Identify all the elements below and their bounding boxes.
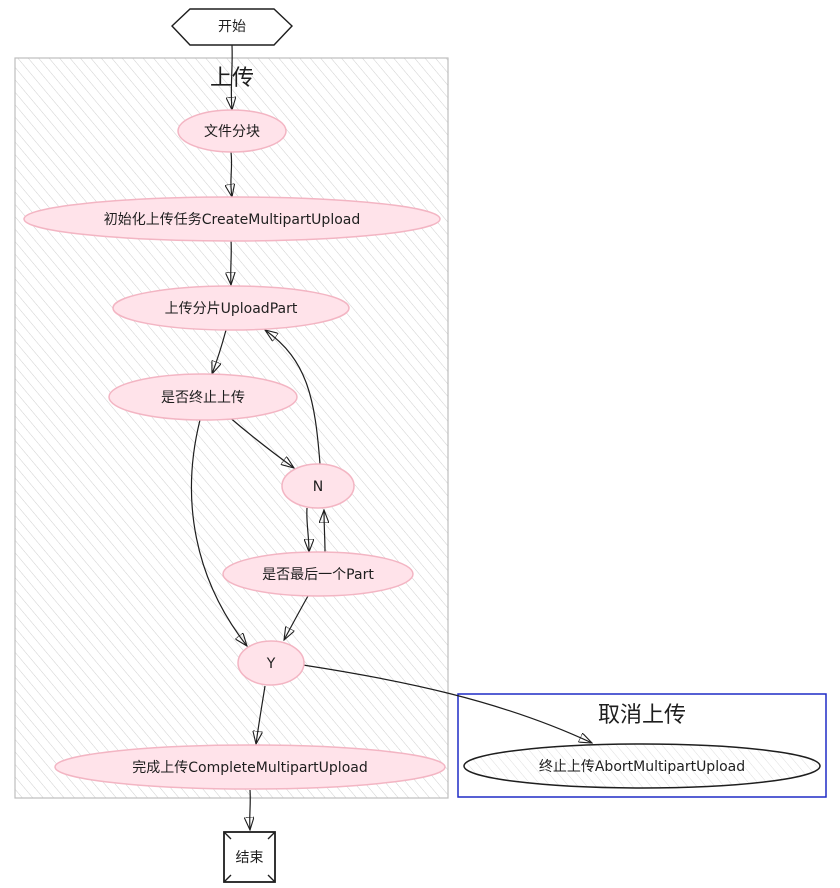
- edge-start-split: [231, 44, 232, 110]
- node-abort-check-label: 是否终止上传: [161, 390, 245, 406]
- node-no: N: [281, 463, 355, 509]
- edge-split-init: [231, 151, 232, 197]
- edge-yes-abort: [302, 664, 592, 743]
- cancel-group-title: 取消上传: [598, 703, 686, 728]
- node-last-check: 是否最后一个Part: [222, 551, 414, 597]
- end-label: 结束: [236, 850, 264, 866]
- node-complete-label: 完成上传CompleteMultipartUpload: [132, 760, 367, 776]
- node-split: 文件分块: [177, 109, 287, 153]
- edge-abortcheck-yes: [190, 419, 247, 646]
- node-yes-label: Y: [266, 656, 276, 672]
- edge-abortcheck-no: [227, 415, 294, 468]
- edge-yes-complete: [256, 685, 266, 744]
- edge-last-yes: [284, 595, 309, 640]
- edge-no-part: [265, 330, 321, 465]
- edge-complete-end: [250, 789, 251, 830]
- node-init-label: 初始化上传任务CreateMultipartUpload: [104, 211, 361, 228]
- start-node: 开始: [171, 8, 293, 46]
- end-node: 结束: [223, 831, 276, 883]
- edge-init-part: [231, 239, 232, 285]
- node-abort-label: 终止上传AbortMultipartUpload: [539, 759, 745, 775]
- node-no-label: N: [313, 479, 323, 495]
- node-yes: Y: [237, 640, 305, 686]
- node-part: 上传分片UploadPart: [112, 285, 350, 331]
- node-abort-check: 是否终止上传: [108, 373, 298, 421]
- edge-part-abortcheck: [212, 329, 227, 374]
- edges: [190, 44, 592, 830]
- node-abort: 终止上传AbortMultipartUpload: [463, 743, 821, 789]
- start-label: 开始: [218, 19, 246, 35]
- node-init: 初始化上传任务CreateMultipartUpload: [23, 196, 441, 242]
- node-complete: 完成上传CompleteMultipartUpload: [54, 744, 446, 790]
- node-last-check-label: 是否最后一个Part: [262, 567, 374, 583]
- node-split-label: 文件分块: [204, 124, 260, 140]
- edge-no-last: [307, 507, 309, 552]
- edge-last-no: [324, 510, 325, 553]
- node-part-label: 上传分片UploadPart: [165, 301, 298, 317]
